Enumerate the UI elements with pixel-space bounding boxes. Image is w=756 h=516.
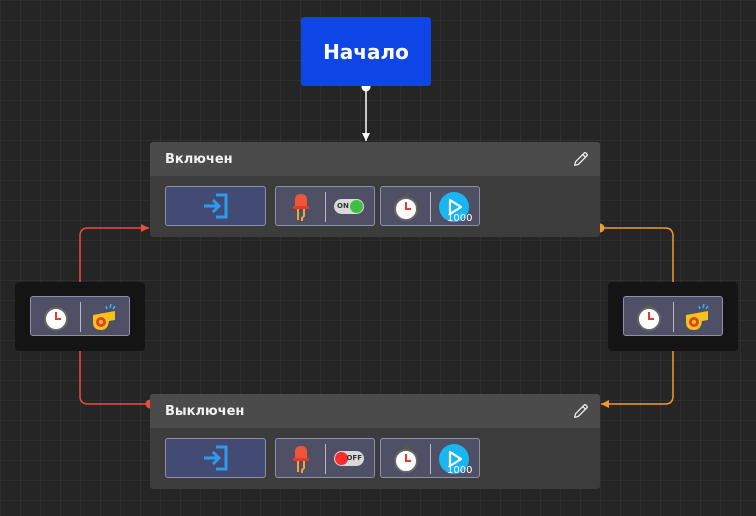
- enter-icon: [203, 193, 227, 219]
- timer-value: 1000: [447, 213, 473, 224]
- divider: [80, 302, 81, 332]
- timer-action[interactable]: 1000: [380, 438, 480, 478]
- enter-icon: [203, 445, 227, 471]
- state-title: Выключен: [165, 403, 245, 419]
- state-header: Выключен: [150, 394, 600, 428]
- state-node-off[interactable]: Выключен OFF: [150, 394, 600, 489]
- pencil-icon[interactable]: [572, 150, 590, 168]
- led-action[interactable]: ON: [275, 186, 375, 226]
- stopwatch-icon: [44, 303, 68, 331]
- switch-label: ON: [337, 202, 349, 210]
- stopwatch-icon: [394, 193, 418, 221]
- led-action[interactable]: OFF: [275, 438, 375, 478]
- state-title: Включен: [165, 151, 233, 167]
- stopwatch-icon: [637, 303, 661, 331]
- switch-label: OFF: [346, 454, 362, 462]
- state-header: Включен: [150, 142, 600, 176]
- pencil-icon[interactable]: [572, 402, 590, 420]
- enter-action[interactable]: [165, 186, 266, 226]
- led-icon: [293, 446, 309, 473]
- transition-on-to-off[interactable]: [608, 282, 738, 351]
- start-wire[interactable]: [361, 82, 371, 142]
- start-node-label: Начало: [323, 39, 409, 64]
- transition-trigger[interactable]: [30, 296, 130, 336]
- led-icon: [293, 194, 309, 221]
- divider: [430, 192, 431, 222]
- divider: [673, 302, 674, 332]
- divider: [325, 444, 326, 474]
- play-icon: [439, 444, 469, 474]
- state-node-on[interactable]: Включен ON: [150, 142, 600, 237]
- divider: [325, 192, 326, 222]
- switch-on-badge: ON: [334, 199, 364, 214]
- transition-trigger[interactable]: [623, 296, 723, 336]
- whistle-icon: [686, 303, 709, 330]
- switch-off-badge: OFF: [334, 451, 364, 466]
- transition-off-to-on[interactable]: [15, 282, 145, 351]
- timer-value: 1000: [447, 465, 473, 476]
- whistle-icon: [93, 303, 116, 330]
- timer-action[interactable]: 1000: [380, 186, 480, 226]
- enter-action[interactable]: [165, 438, 266, 478]
- divider: [430, 444, 431, 474]
- start-node[interactable]: Начало: [301, 17, 431, 86]
- stopwatch-icon: [394, 445, 418, 473]
- play-icon: [439, 192, 469, 222]
